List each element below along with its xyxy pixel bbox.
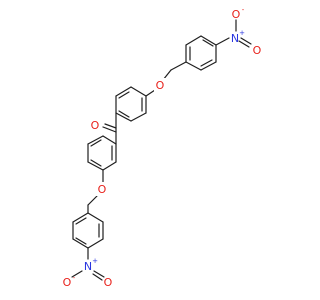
ether-oxygen-bottom-atom: O	[96, 182, 109, 196]
nitro-oxygen-top-minus-label: O	[232, 8, 241, 21]
ring-top-nitrophenyl	[185, 35, 217, 71]
ring-lower-phenyl	[87, 135, 117, 171]
nitro-oxygen-bottom-minus-atom: O -	[63, 274, 76, 289]
molecule-structure-diagram: O O O N + O - O N +	[63, 6, 262, 289]
nitro-nitrogen-bottom-label: N	[84, 260, 92, 273]
carbonyl-oxygen-atom: O	[89, 118, 102, 132]
ether-oxygen-bottom-label: O	[98, 183, 107, 196]
atom-labels: O O O N + O - O N +	[63, 6, 262, 289]
nitro-nitrogen-bottom-charge: +	[92, 257, 98, 265]
nitro-nitrogen-bottom-atom: N +	[84, 257, 98, 273]
nitro-oxygen-top-minus-atom: O -	[232, 6, 245, 21]
nitro-nitrogen-top-atom: N +	[231, 29, 245, 45]
nitro-nitrogen-top-label: N	[231, 32, 239, 45]
nitro-group-top-bonds	[215, 19, 252, 48]
ether-oxygen-top-label: O	[156, 79, 165, 92]
nitro-oxygen-bottom-minus-charge: -	[73, 274, 76, 282]
nitro-oxygen-bottom-double-atom: O	[104, 276, 113, 289]
linker-bottom-bonds	[87, 169, 104, 214]
nitro-oxygen-bottom-double-label: O	[104, 276, 113, 289]
nitro-oxygen-top-double-label: O	[253, 44, 262, 57]
nitro-oxygen-top-double-atom: O	[253, 44, 262, 57]
ring-upper-phenyl	[115, 86, 147, 122]
carbonyl-oxygen-label: O	[91, 119, 100, 132]
nitro-oxygen-bottom-minus-label: O	[63, 276, 72, 289]
nitro-oxygen-top-minus-charge: -	[242, 6, 245, 14]
ring-bottom-nitrophenyl	[72, 212, 104, 249]
nitro-nitrogen-top-charge: +	[239, 29, 245, 37]
nitro-group-bottom-bonds	[71, 247, 105, 281]
ether-oxygen-top-atom: O	[154, 78, 167, 92]
carbonyl-bonds	[102, 112, 117, 145]
bond-lines	[71, 19, 252, 281]
